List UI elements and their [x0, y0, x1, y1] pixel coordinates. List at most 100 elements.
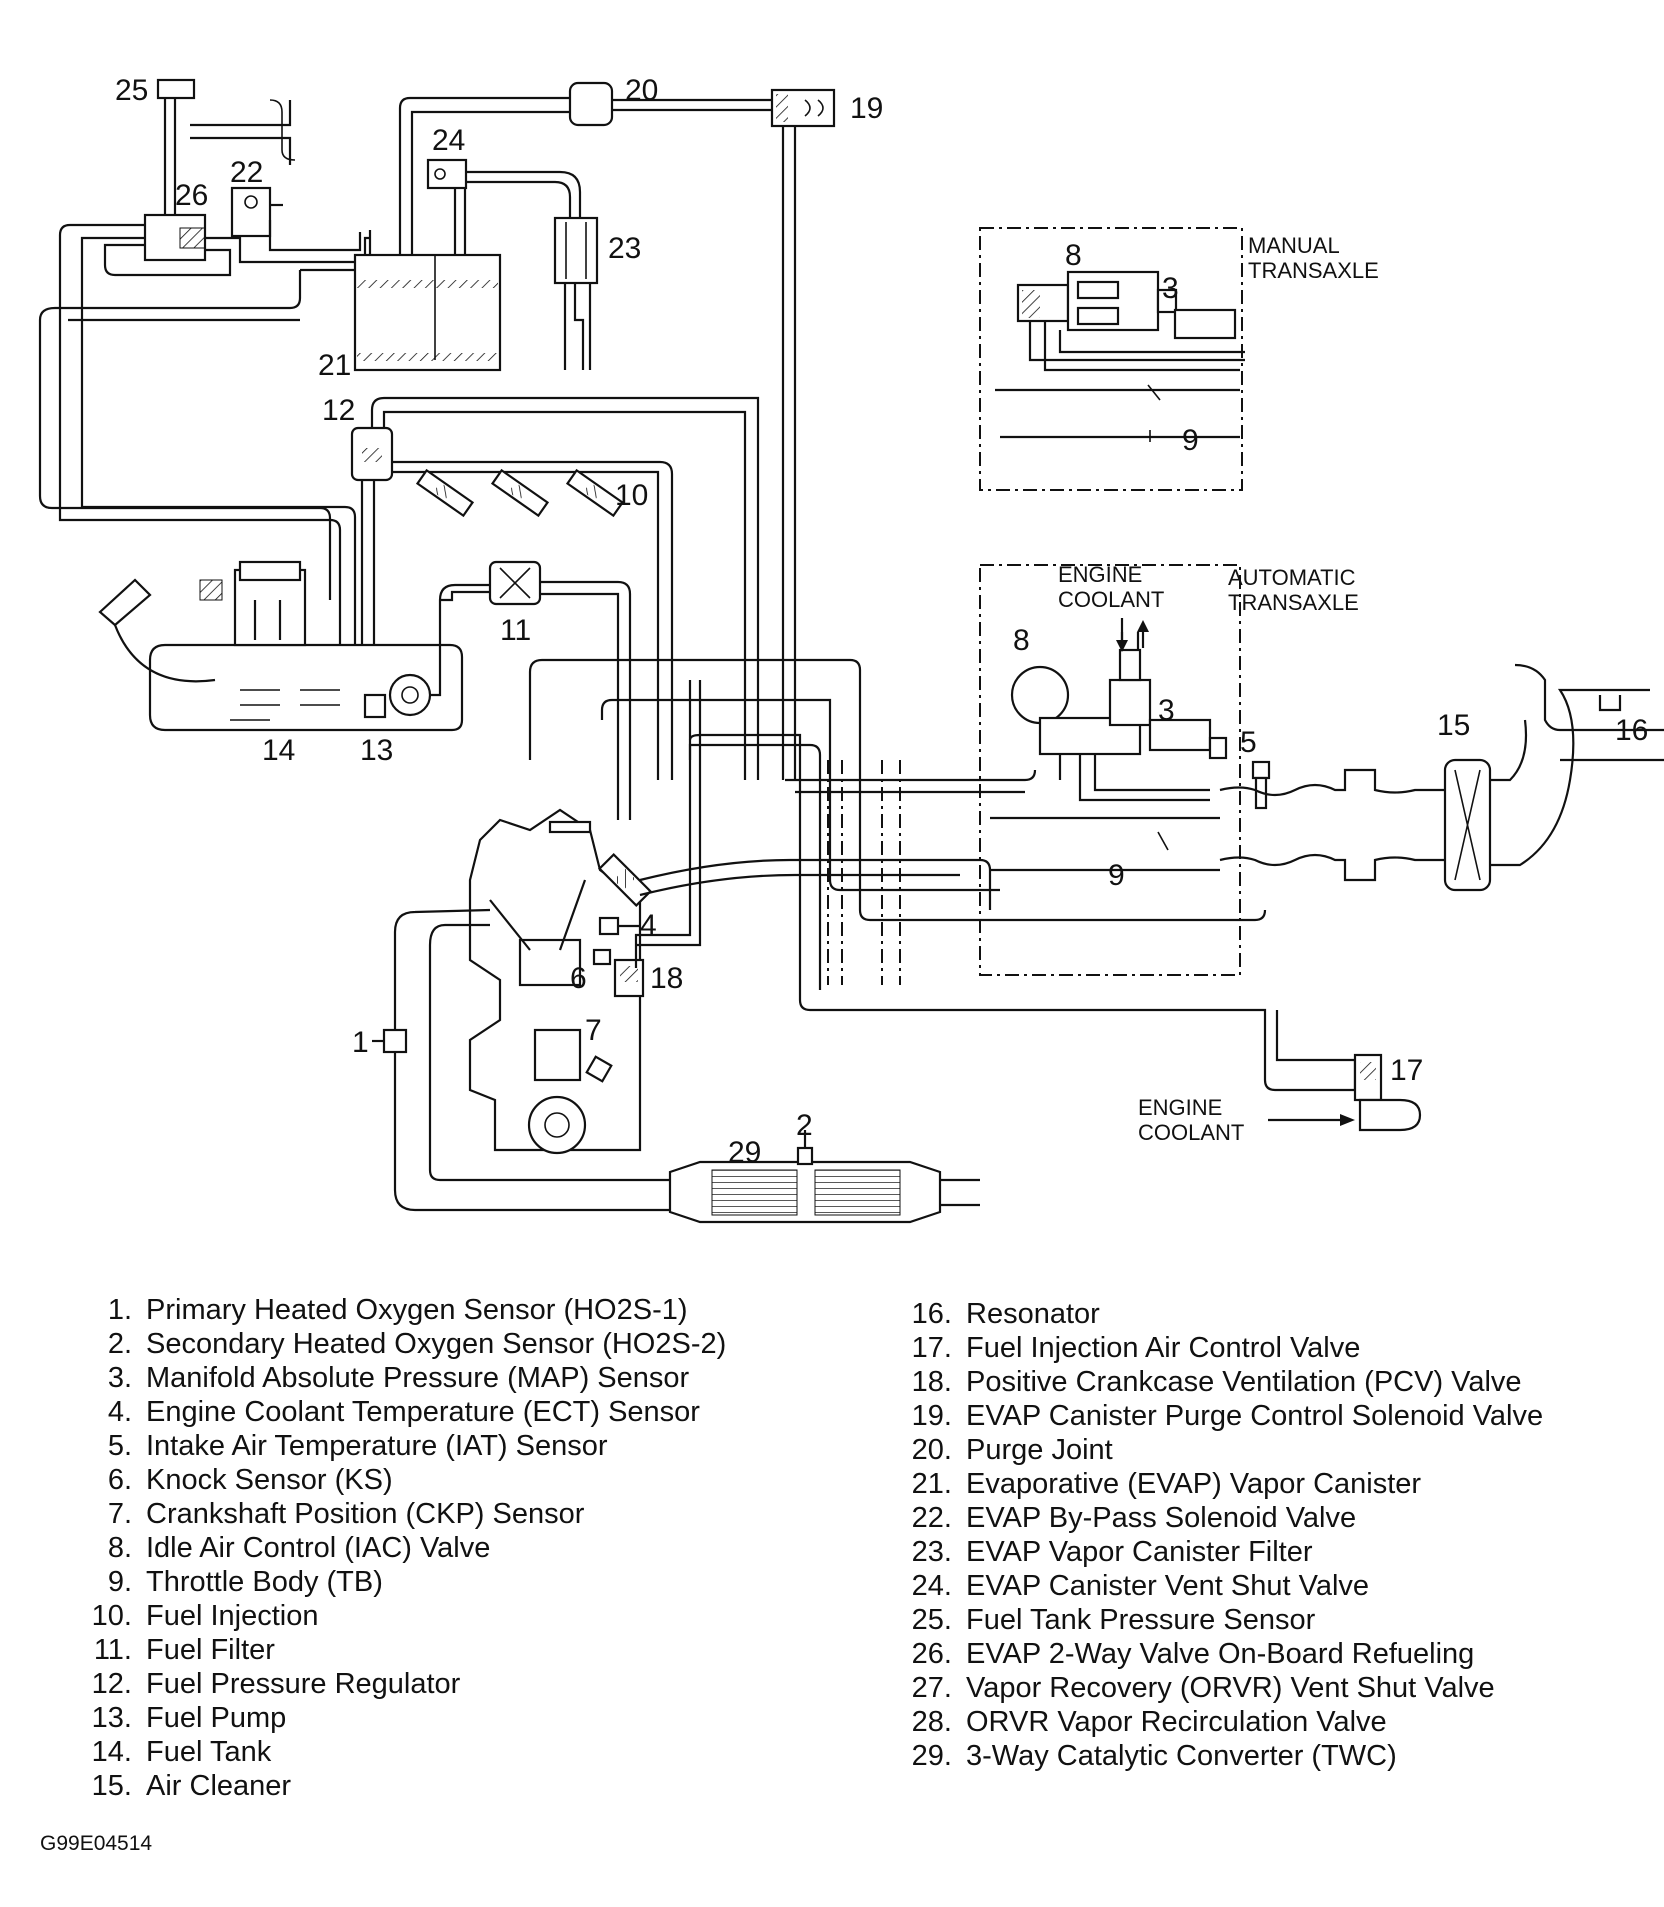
- fuel-tank-pressure-sensor: [156, 78, 296, 215]
- caption-coolant-top-1: ENGINE: [1058, 562, 1142, 587]
- legend-number: 25.: [911, 1604, 952, 1636]
- legend-text: Fuel Tank: [146, 1736, 272, 1768]
- legend-item: 23.EVAP Vapor Canister Filter: [890, 1535, 1543, 1569]
- figure-id: G99E04514: [40, 1832, 153, 1855]
- legend-text: Engine Coolant Temperature (ECT) Sensor: [146, 1396, 700, 1428]
- legend-number: 6.: [107, 1464, 132, 1496]
- legend-number: 14.: [91, 1736, 132, 1768]
- legend-text: EVAP Canister Vent Shut Valve: [966, 1570, 1370, 1602]
- callout-24: 24: [432, 124, 465, 157]
- legend-text: Fuel Pump: [146, 1702, 287, 1734]
- callout-23: 23: [608, 232, 641, 265]
- caption-coolant-bottom-2: COOLANT: [1138, 1120, 1244, 1145]
- legend-item: 3.Manifold Absolute Pressure (MAP) Senso…: [70, 1361, 726, 1395]
- callout-3-auto: 3: [1158, 694, 1175, 727]
- legend-item: 14. Fuel Tank: [70, 1735, 726, 1769]
- legend-number: 2.: [107, 1328, 132, 1360]
- callout-9-auto: 9: [1108, 859, 1125, 892]
- legend-item: 1.Primary Heated Oxygen Sensor (HO2S-1): [70, 1293, 726, 1327]
- legend-number: 13.: [91, 1702, 132, 1734]
- callout-3-manual: 3: [1162, 272, 1179, 305]
- callout-13: 13: [360, 734, 393, 767]
- legend-item: 20.Purge Joint: [890, 1433, 1543, 1467]
- evap-canister-vent-shut-valve: [426, 158, 468, 255]
- legend-item: 17. Fuel Injection Air Control Valve: [890, 1331, 1543, 1365]
- fuel-pressure-regulator: [350, 426, 394, 482]
- air-cleaner: [1443, 758, 1492, 892]
- legend-item: 10.Fuel Injection: [70, 1599, 726, 1633]
- legend-number: 24.: [911, 1570, 952, 1602]
- fuel-injection-air-control-valve: [1353, 1053, 1422, 1132]
- legend-text: Fuel Injection: [146, 1600, 319, 1632]
- caption-auto-2: TRANSAXLE: [1228, 590, 1359, 615]
- fuel-filter: [488, 560, 542, 606]
- legend-text: Throttle Body (TB): [146, 1566, 383, 1598]
- legend-number: 29.: [911, 1740, 952, 1772]
- emission-system-diagram: 25 22 26 20 19 24 23 21 12 10 11 14 13 8…: [38, 74, 1664, 1224]
- callout-26: 26: [175, 179, 208, 212]
- legend-number: 5.: [107, 1430, 132, 1462]
- legend-text: Intake Air Temperature (IAT) Sensor: [146, 1430, 608, 1462]
- legend-item: 28.ORVR Vapor Recirculation Valve: [890, 1705, 1543, 1739]
- legend-text: Idle Air Control (IAC) Valve: [146, 1532, 491, 1564]
- ho2s-2: [796, 1130, 814, 1166]
- purge-joint: [568, 81, 614, 127]
- legend-text: EVAP Canister Purge Control Solenoid Val…: [966, 1400, 1544, 1432]
- callout-8-manual: 8: [1065, 239, 1082, 272]
- callout-20: 20: [625, 74, 658, 107]
- legend-number: 11.: [93, 1634, 132, 1666]
- legend-text: Resonator: [966, 1298, 1100, 1330]
- legend-left: 1.Primary Heated Oxygen Sensor (HO2S-1)2…: [70, 1293, 727, 1803]
- legend-number: 15.: [91, 1770, 132, 1802]
- legend-number: 28.: [911, 1706, 952, 1738]
- legend-item: 9.Throttle Body (TB): [70, 1565, 726, 1599]
- legend-item: 18.Positive Crankcase Ventilation (PCV) …: [890, 1365, 1543, 1399]
- evap-purge-solenoid-valve: [770, 88, 836, 128]
- callout-29: 29: [728, 1136, 761, 1169]
- legend-number: 20.: [911, 1434, 952, 1466]
- legend-item: 26.EVAP 2-Way Valve On-Board Refueling: [890, 1637, 1543, 1671]
- evap-vapor-canister-filter: [553, 216, 599, 285]
- legend-item: 22.EVAP By-Pass Solenoid Valve: [890, 1501, 1543, 1535]
- legend-text: Fuel Injection Air Control Valve: [966, 1332, 1361, 1364]
- caption-coolant-bottom-1: ENGINE: [1138, 1095, 1222, 1120]
- legend-item: 5. Intake Air Temperature (IAT) Sensor: [70, 1429, 726, 1463]
- legend-text: Knock Sensor (KS): [146, 1464, 393, 1496]
- caption-auto-1: AUTOMATIC: [1228, 565, 1356, 590]
- legend-item: 21. Evaporative (EVAP) Vapor Canister: [890, 1467, 1543, 1501]
- resonator: [1514, 663, 1664, 762]
- catalytic-converter: [668, 1160, 942, 1224]
- caption-manual-2: TRANSAXLE: [1248, 258, 1379, 283]
- legend-text: EVAP 2-Way Valve On-Board Refueling: [966, 1638, 1475, 1670]
- legend-item: 8.Idle Air Control (IAC) Valve: [70, 1531, 726, 1565]
- legend-text: EVAP By-Pass Solenoid Valve: [966, 1502, 1357, 1534]
- callout-7: 7: [585, 1014, 602, 1047]
- legend-text: Crankshaft Position (CKP) Sensor: [146, 1498, 585, 1530]
- legend-text: 3-Way Catalytic Converter (TWC): [966, 1740, 1397, 1772]
- callout-1: 1: [352, 1026, 369, 1059]
- legend-item: 6. Knock Sensor (KS): [70, 1463, 726, 1497]
- legend-number: 17.: [911, 1332, 952, 1364]
- coolant-arrow-bottom: [1268, 1114, 1355, 1126]
- legend-text: Evaporative (EVAP) Vapor Canister: [966, 1468, 1422, 1500]
- legend-number: 21.: [911, 1468, 952, 1500]
- legend-item: 29. 3-Way Catalytic Converter (TWC): [890, 1739, 1543, 1773]
- callout-5: 5: [1240, 726, 1257, 759]
- callout-8-auto: 8: [1013, 624, 1030, 657]
- legend-item: 16.Resonator: [890, 1297, 1543, 1331]
- legend-text: Fuel Filter: [146, 1634, 275, 1666]
- legend-item: 12.Fuel Pressure Regulator: [70, 1667, 726, 1701]
- callout-22: 22: [230, 156, 263, 189]
- callout-14: 14: [262, 734, 295, 767]
- fuel-injectors: [415, 468, 625, 518]
- legend-number: 3.: [107, 1362, 132, 1394]
- legend-number: 12.: [91, 1668, 132, 1700]
- callout-21: 21: [318, 349, 351, 382]
- callout-25: 25: [115, 74, 148, 107]
- legend-text: Vapor Recovery (ORVR) Vent Shut Valve: [966, 1672, 1495, 1704]
- legend-item: 4.Engine Coolant Temperature (ECT) Senso…: [70, 1395, 726, 1429]
- ect-sensor: [598, 916, 640, 936]
- evap-vapor-canister: [353, 230, 502, 372]
- legend-number: 23.: [911, 1536, 952, 1568]
